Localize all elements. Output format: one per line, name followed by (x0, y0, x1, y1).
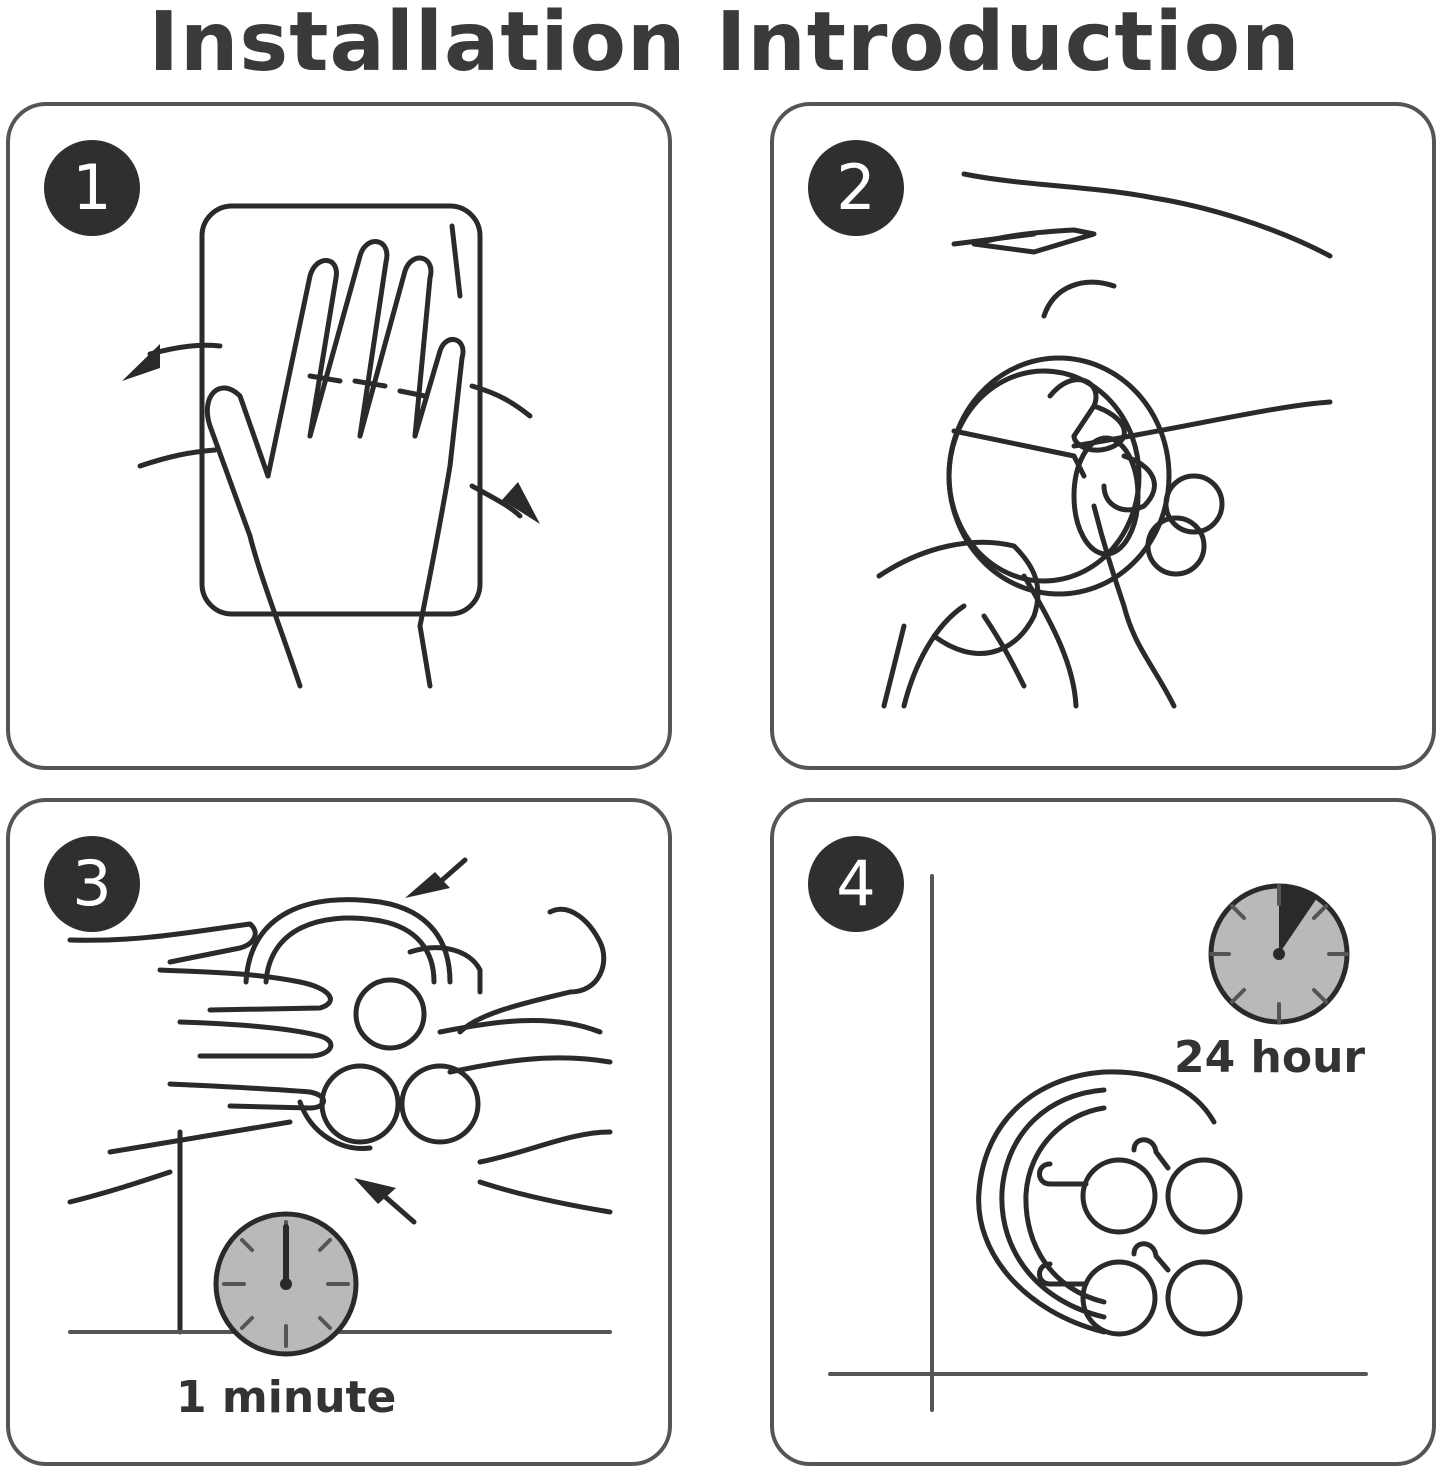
step-number-badge: 1 (44, 140, 140, 236)
removing-film-illustration (876, 171, 1333, 709)
wiping-hand-illustration (122, 203, 540, 689)
step-4-panel: 4 24 hour (770, 798, 1436, 1466)
step-3-panel: 3 1 minute (6, 798, 672, 1466)
step-number-badge: 3 (44, 836, 140, 932)
step-number-badge: 2 (808, 140, 904, 236)
page-title: Installation Introduction (148, 0, 1301, 90)
step-1-panel: 1 (6, 102, 672, 770)
step-number-badge: 4 (808, 836, 904, 932)
wait-time-caption: 1 minute (176, 1372, 397, 1423)
pressing-illustration (67, 857, 613, 1357)
cure-time-caption: 24 hour (1174, 1032, 1366, 1083)
step-2-panel: 2 (770, 102, 1436, 770)
cured-hook-illustration (828, 874, 1368, 1412)
